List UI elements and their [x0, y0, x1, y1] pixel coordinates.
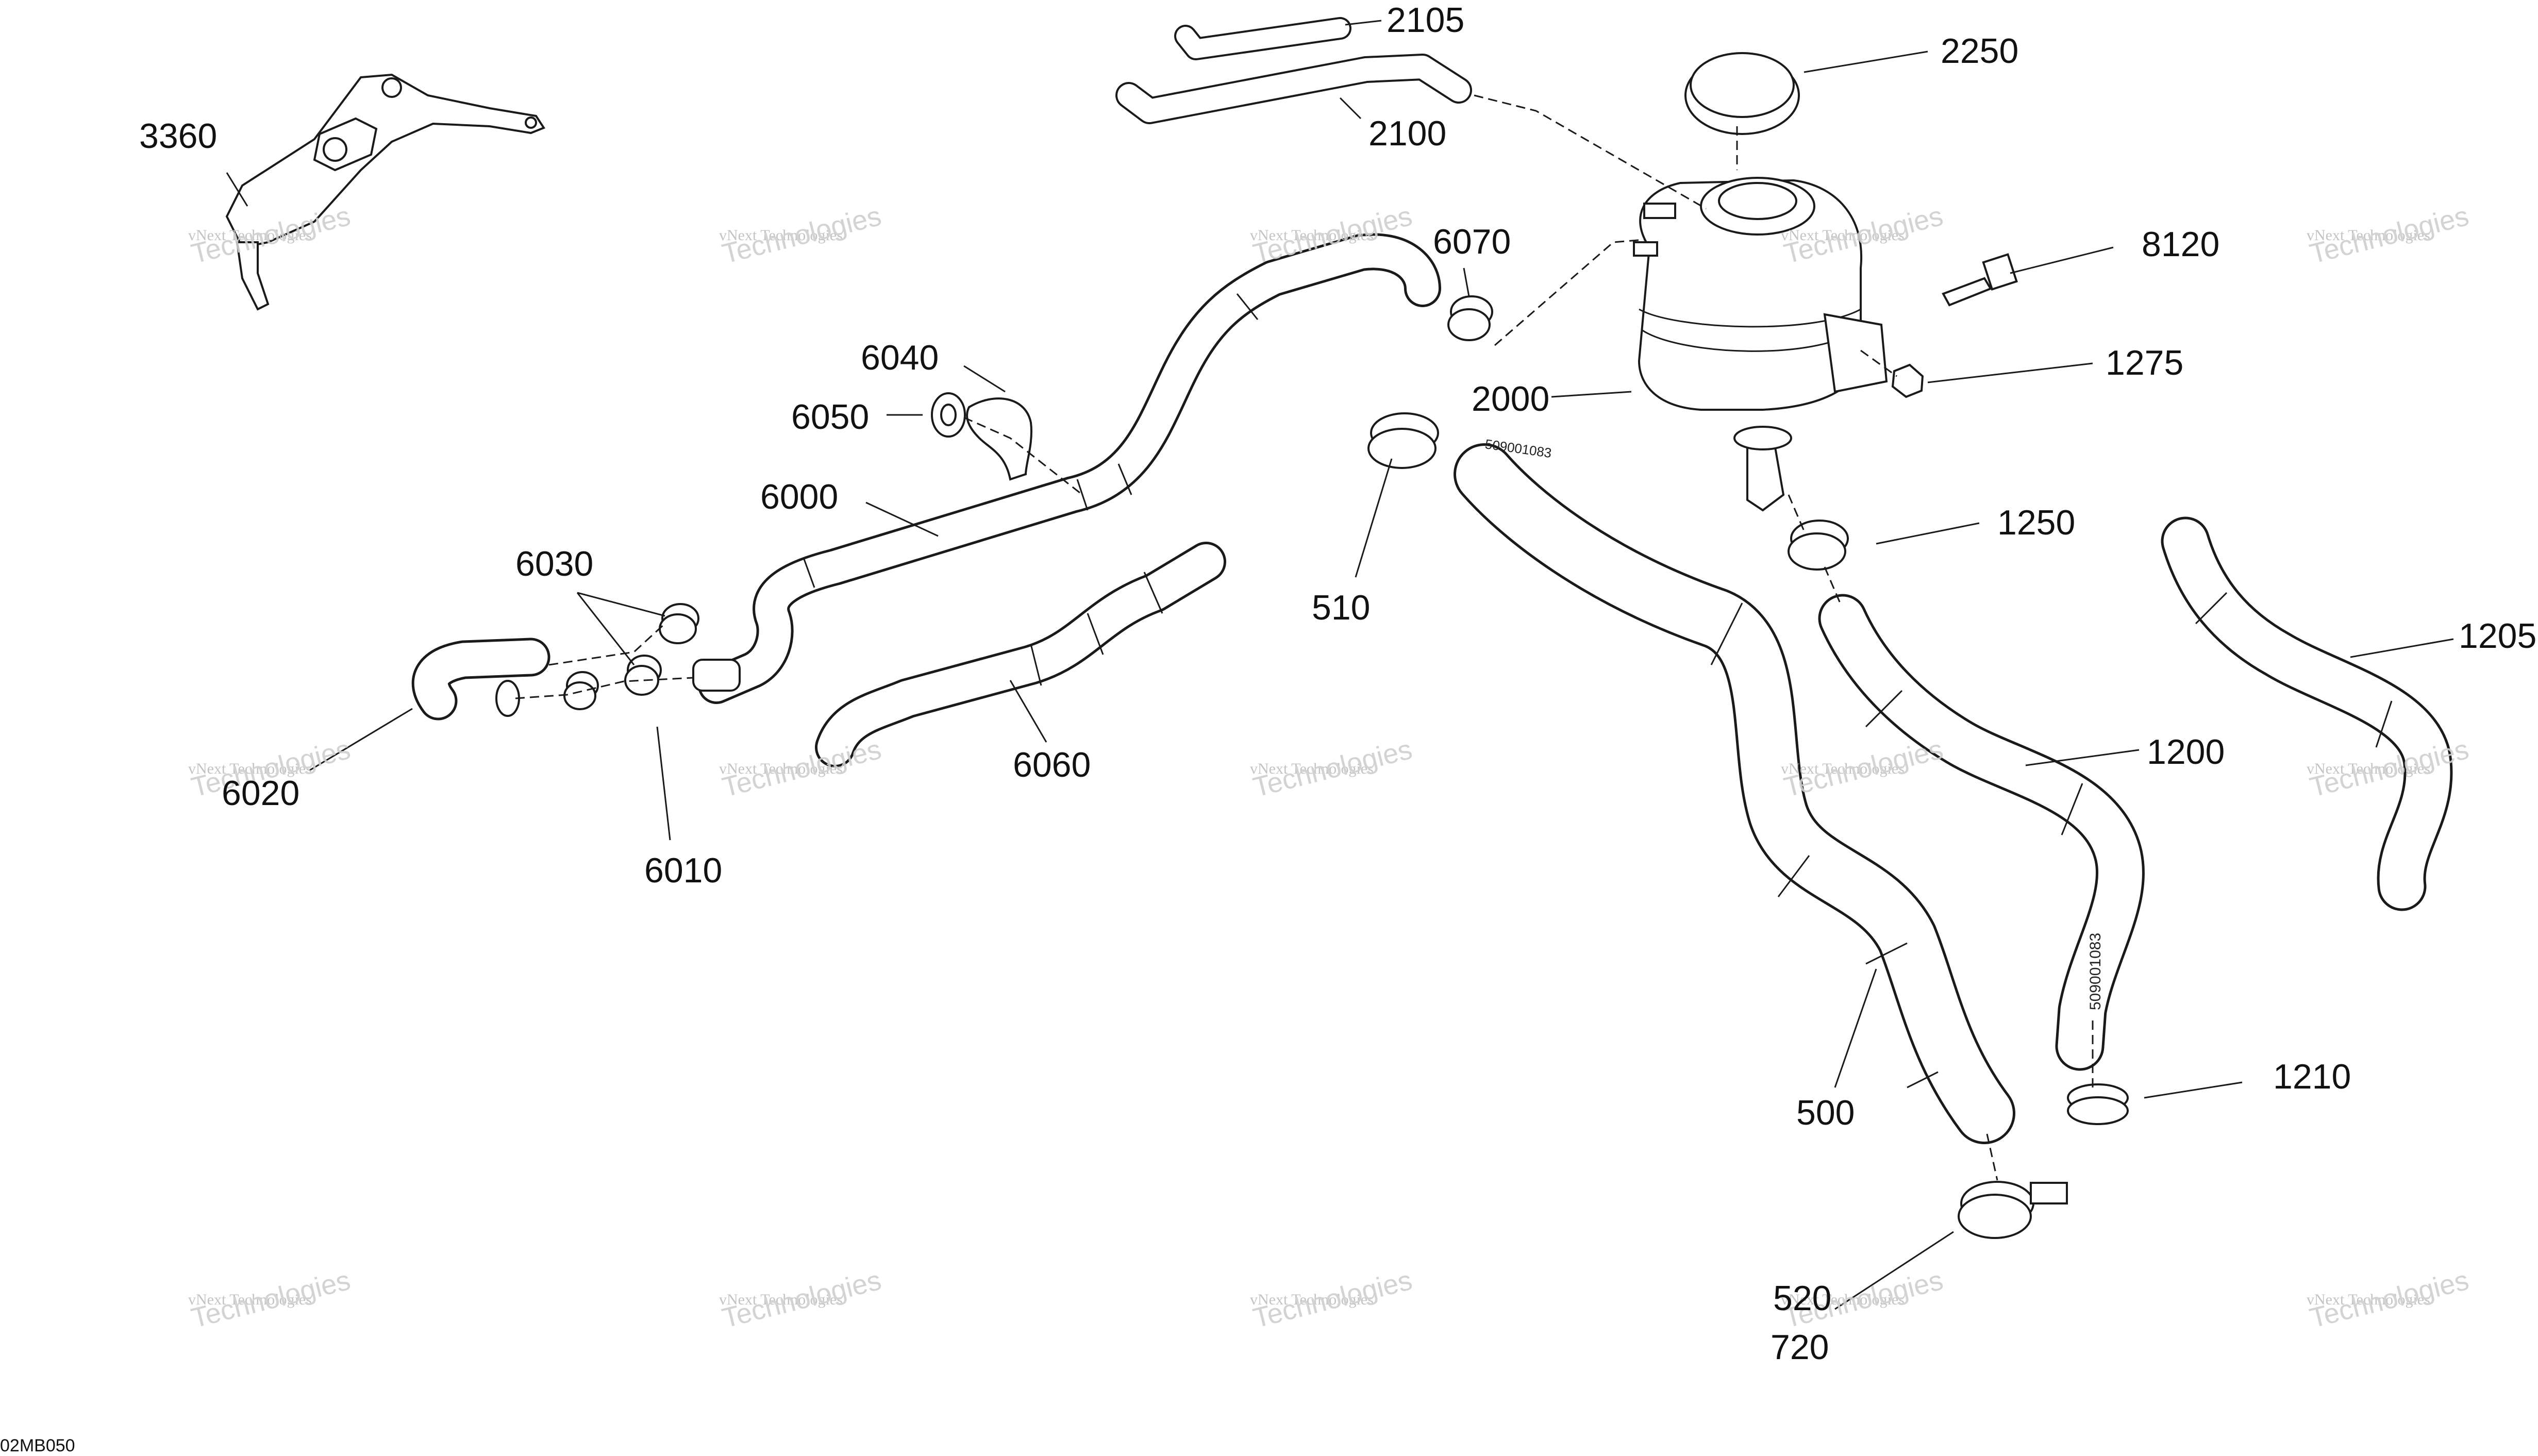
- hose-marking-1200: 509001083: [2087, 933, 2104, 1010]
- expansion-tank-2000: [1633, 177, 1888, 512]
- clamp-520-720: [1958, 1181, 2068, 1239]
- callout-6050: 6050: [791, 397, 870, 437]
- callout-520: 520: [1773, 1279, 1832, 1318]
- hose-2105: [1174, 17, 1351, 60]
- callout-2105: 2105: [1387, 1, 1465, 40]
- clamp-510: [1367, 412, 1439, 469]
- callout-1250: 1250: [1997, 503, 2076, 542]
- callout-6020: 6020: [222, 774, 300, 813]
- callout-6070: 6070: [1433, 222, 1511, 261]
- hose-6000: [698, 233, 1441, 704]
- callout-720: 720: [1771, 1328, 1829, 1367]
- callout-3360: 3360: [139, 116, 218, 156]
- diagram-code: 02MB050: [0, 1436, 75, 1455]
- hose-6060: [815, 542, 1226, 767]
- hose-1205: [2161, 516, 2453, 911]
- cap-2250: [1684, 52, 1800, 135]
- bolt-8120: [1942, 253, 2018, 307]
- callout-1200: 1200: [2147, 732, 2225, 772]
- callout-8120: 8120: [2142, 225, 2220, 264]
- nut-1275: [1891, 363, 1924, 398]
- hose-2100: [1115, 54, 1472, 124]
- fitting-short: [692, 659, 741, 692]
- callout-2100: 2100: [1368, 114, 1447, 153]
- hose-500: [1454, 443, 2015, 1144]
- callout-510: 510: [1312, 588, 1371, 627]
- callout-6040: 6040: [861, 338, 939, 377]
- clamp-6030-a: [659, 603, 699, 644]
- clamp-1210: [2067, 1083, 2129, 1125]
- callout-1275: 1275: [2106, 343, 2184, 382]
- clamp-1250: [1788, 520, 1849, 571]
- callout-2250: 2250: [1941, 31, 2019, 71]
- clamp-6070: [1447, 295, 1493, 341]
- p-clamp-6040: [966, 397, 1032, 481]
- callout-2000: 2000: [1472, 379, 1550, 419]
- callout-500: 500: [1796, 1093, 1855, 1132]
- callout-6060: 6060: [1013, 745, 1091, 784]
- elbow-6020: [411, 638, 550, 721]
- grommet-6050: [931, 392, 966, 438]
- assembly-lines: [515, 94, 2094, 1181]
- callout-6010: 6010: [644, 851, 723, 890]
- clamp-6030-b: [624, 655, 662, 696]
- bracket-3360: [225, 73, 546, 311]
- callout-1205: 1205: [2459, 616, 2537, 656]
- callout-6030: 6030: [515, 544, 594, 583]
- callout-6000: 6000: [760, 477, 839, 516]
- hose-1200: [1818, 594, 2145, 1071]
- leader-lines: [226, 20, 2454, 1310]
- callout-1210: 1210: [2273, 1057, 2351, 1096]
